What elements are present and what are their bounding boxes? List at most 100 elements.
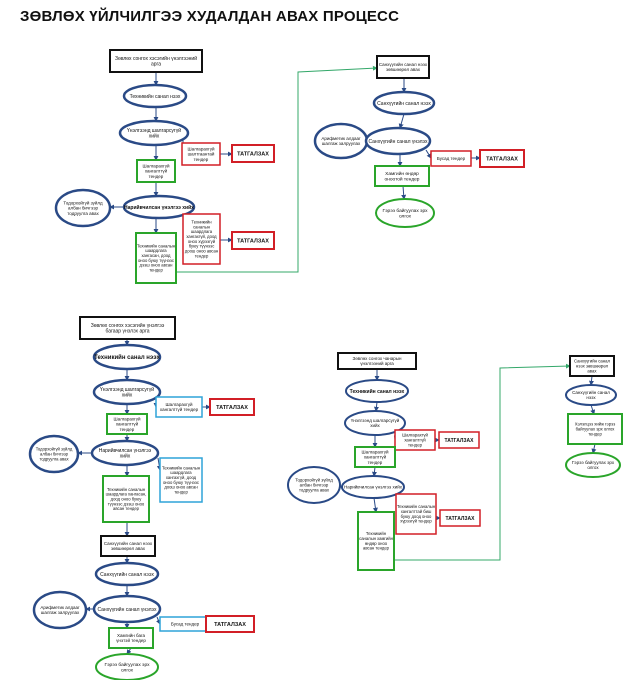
d3-reject-2-label: ТАТГАЛЗАХ [446, 516, 476, 522]
d3-reject-1: ТАТГАЛЗАХ [438, 431, 480, 449]
d1-fin-eval-label: Санхүүгийн санал нээх [377, 100, 431, 107]
d3-tech-eval: Техникийн санал нээх [345, 379, 409, 403]
d1-reject-1-label: ТАТГАЛЗАХ [237, 151, 269, 157]
d1-tech-eval-label: Техникийн санал нээх [130, 93, 181, 100]
d1-fin-eval: Санхүүгийн санал нээх [372, 90, 436, 116]
d1-negotiate-label: Нарийвчилсан үнэлгээ хийх [124, 204, 194, 211]
d2-reject-1: ТАТГАЛЗАХ [209, 398, 255, 416]
d1-reject-2: ТАТГАЛЗАХ [231, 231, 275, 250]
d1-reject-2-label: ТАТГАЛЗАХ [237, 238, 269, 244]
d2-other-bids: Бусад тендер [159, 616, 211, 632]
d1-reject-3-label: ТАТГАЛЗАХ [486, 156, 518, 162]
d2-fin-score-label: Санхүүгийн санал үнэлэх [97, 606, 157, 613]
d1-fin-score-label: Санхүүгийн санал үнэлэх [368, 138, 428, 145]
d1-fin-score: Санхүүгийн санал үнэлэх [364, 126, 432, 156]
d1-e11 [176, 65, 378, 273]
d3-e11 [394, 363, 571, 561]
d3-negotiate: Нарийвчилсан үнэлгээ хийх [341, 475, 405, 499]
d2-tech-eval: Техникийн санал нээх [92, 343, 162, 371]
d2-other-bids-label: Бусад тендер [171, 622, 200, 627]
d1-other-bids-label: Бусад тендер [437, 156, 466, 161]
d3-e12 [588, 375, 594, 386]
d3-e10 [372, 497, 378, 513]
d3-e13 [590, 404, 596, 415]
d1-e13 [398, 113, 405, 129]
d3-negotiate-label: Нарийвчилсан үнэлгээ хийх [344, 484, 403, 490]
d1-reject-3: ТАТГАЛЗАХ [479, 149, 525, 168]
d3-reject-1-label: ТАТГАЛЗАХ [445, 438, 475, 444]
d1-e18 [401, 185, 407, 200]
d2-reject-3: ТАТГАЛЗАХ [205, 615, 255, 633]
d3-e6 [371, 466, 377, 477]
d3-e14 [591, 443, 597, 454]
d3-reject-2: ТАТГАЛЗАХ [439, 509, 481, 527]
d2-fin-score: Санхүүгийн санал үнэлэх [92, 594, 162, 624]
d1-tech-eval: Техникийн санал нээх [122, 83, 188, 109]
d3-e2 [373, 401, 379, 412]
d1-other-bids: Бусад тендер [430, 150, 472, 167]
d1-reject-1: ТАТГАЛЗАХ [231, 144, 275, 163]
